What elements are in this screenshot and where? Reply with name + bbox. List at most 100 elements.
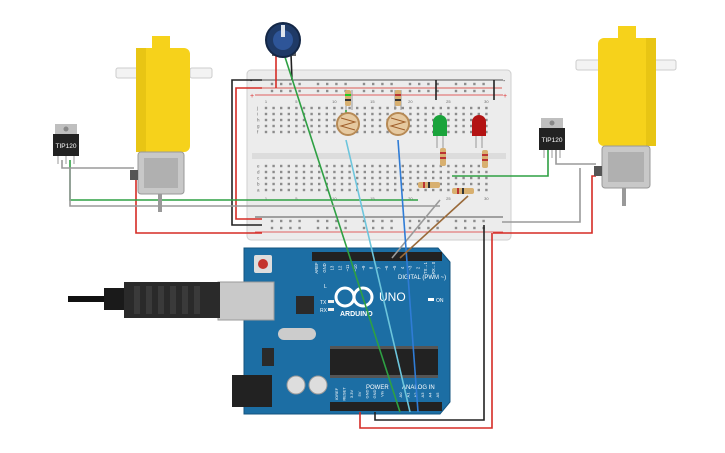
digital-pin-label: 12: [337, 265, 342, 270]
column-number: 10: [332, 99, 337, 104]
arduino-model-text: UNO: [379, 290, 406, 304]
row-letter: a: [257, 188, 260, 193]
voltage-regulator: [262, 348, 274, 366]
power-pin-label: RESET: [342, 387, 347, 401]
reset-button-cap[interactable]: [258, 259, 268, 269]
row-letter: i: [257, 112, 258, 117]
column-number: 5: [295, 99, 298, 104]
resistor-base-2[interactable]: [452, 188, 474, 194]
wire-gray-left-tip: [61, 160, 134, 169]
l-led-label: L: [324, 284, 327, 290]
column-number: 1: [265, 99, 268, 104]
analog-pin-label: A1: [405, 392, 410, 398]
analog-pin-label: A5: [435, 392, 440, 398]
wire-black-arduino-gnd: [374, 225, 485, 421]
resistor-green-led[interactable]: [440, 148, 446, 166]
led-green[interactable]: [433, 115, 447, 148]
wire-gray-d6: [391, 199, 441, 259]
usb-b-port: [217, 281, 275, 321]
power-label: POWER: [366, 385, 389, 391]
column-number: 30: [484, 196, 489, 201]
led-red[interactable]: [472, 115, 486, 148]
column-number: 15: [370, 196, 375, 201]
column-number: 5: [295, 196, 298, 201]
wire-blue-ldr2-a2: [397, 139, 419, 413]
digital-pin-label: 7: [376, 266, 381, 269]
column-number: 25: [446, 99, 451, 104]
digital-pin-label: AREF: [314, 262, 319, 274]
row-letter: b: [257, 182, 260, 187]
row-letter: g: [257, 124, 260, 129]
dc-gear-motor-right[interactable]: [575, 26, 677, 206]
tip120-left[interactable]: TIP120: [53, 124, 79, 164]
wire-cyan-ldr1-a1: [345, 139, 411, 413]
column-number: 15: [370, 99, 375, 104]
arduino-logo-icon: [334, 286, 374, 308]
row-letter: c: [257, 176, 260, 181]
analog-pin-label: A2: [413, 392, 418, 398]
row-letter: j: [256, 106, 258, 111]
power-pin-label: 3.3V: [349, 390, 354, 399]
tx-led-label: TX: [320, 300, 327, 306]
digital-pin-label: ~10: [353, 264, 358, 272]
crystal-oscillator: [278, 328, 316, 340]
digital-pin-label: 13: [330, 265, 335, 270]
digital-pin-label: ~9: [361, 265, 366, 270]
rail-minus-label-right: -: [503, 78, 506, 85]
resistor-base-1[interactable]: [418, 182, 440, 188]
wires: [61, 53, 596, 429]
rail-plus-label: +: [250, 93, 254, 100]
digital-pin-label: ~5: [392, 265, 397, 270]
power-analog-header: [330, 402, 442, 411]
resistor-ldr1[interactable]: [345, 90, 351, 106]
potentiometer[interactable]: [265, 22, 301, 58]
power-pin-label: IOREF: [334, 387, 339, 400]
photoresistor-1[interactable]: [336, 90, 360, 136]
rx-led: [328, 308, 334, 311]
breadboard-center-gap: [252, 153, 506, 159]
tip120-right-label: TIP120: [542, 137, 563, 144]
digital-pin-label: ~11: [345, 264, 350, 271]
resistor-ldr2[interactable]: [395, 90, 401, 106]
resistor-red-led[interactable]: [482, 150, 488, 168]
arduino-uno-board[interactable]: ARDUINO UNO DIGITAL (PWM ~) POWER ANALOG…: [217, 247, 451, 415]
column-number: 30: [484, 99, 489, 104]
breadboard-holes: [264, 82, 488, 230]
column-number: 20: [408, 196, 413, 201]
usb-cable[interactable]: [68, 282, 220, 318]
tx-led: [328, 300, 334, 303]
analog-pin-label: A0: [398, 392, 403, 398]
on-led: [428, 298, 434, 301]
wire-gray-right-tip: [555, 150, 596, 165]
wire-gray-left-base: [69, 168, 440, 207]
wire-green-right-tip: [452, 150, 549, 177]
wire-red-arduino-5v: [359, 233, 493, 429]
digital-pin-label: ~3: [408, 265, 413, 270]
capacitor-1: [286, 375, 306, 395]
tip120-right[interactable]: TIP120: [539, 118, 565, 158]
wire-black-left-loop: [231, 79, 262, 226]
dc-gear-motor-left[interactable]: [115, 36, 213, 212]
wire-green-pot-a0: [283, 53, 401, 413]
digital-pin-label: 8: [369, 266, 374, 269]
wire-brown-d5: [399, 195, 469, 259]
wire-red-left-loop: [235, 87, 262, 220]
digital-header-label: DIGITAL (PWM ~): [398, 275, 446, 281]
column-number: 1: [265, 196, 268, 201]
digital-pin-label: 4: [400, 266, 405, 269]
row-letter: d: [257, 170, 260, 175]
power-pin-label: 5V: [357, 391, 362, 396]
tip120-left-label: TIP120: [56, 143, 77, 150]
analog-in-label: ANALOG IN: [402, 385, 435, 391]
digital-pin-label: RX←0: [431, 261, 436, 274]
column-number: 25: [446, 196, 451, 201]
row-letter: e: [257, 164, 260, 169]
dc-power-jack: [232, 375, 272, 407]
